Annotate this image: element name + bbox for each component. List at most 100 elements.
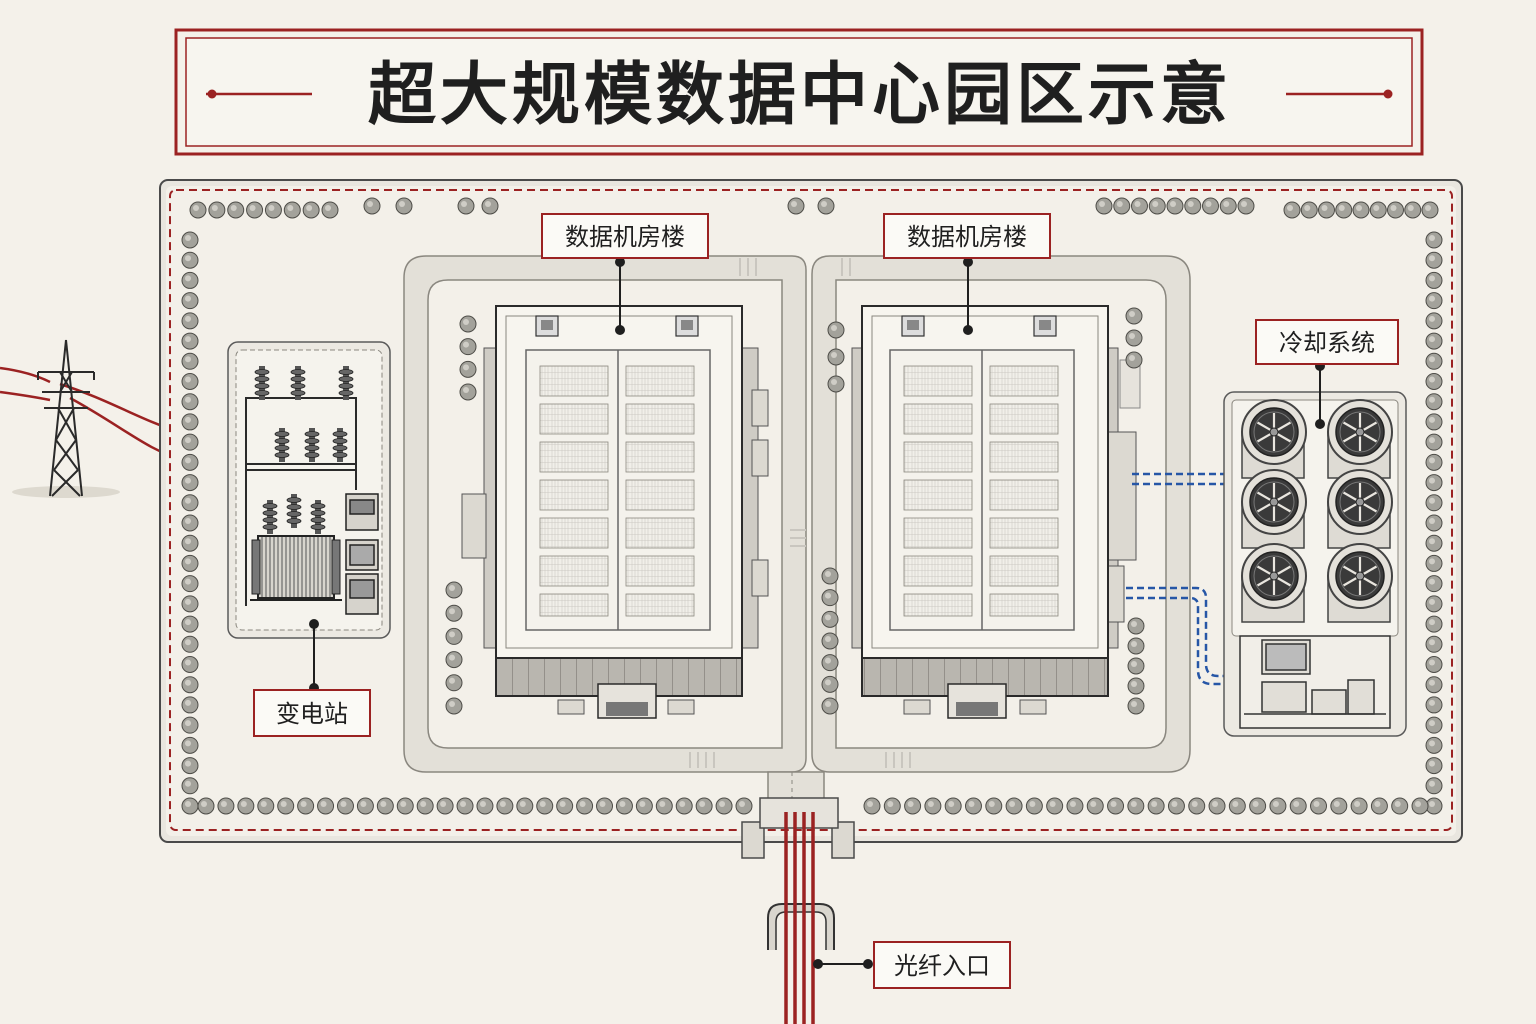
tree-icon (181, 393, 199, 411)
tree-icon (1425, 635, 1443, 653)
tree-icon (1425, 271, 1443, 289)
tree-icon (181, 332, 199, 350)
cooling-fan-icon (1326, 468, 1394, 536)
tree-icon (827, 375, 845, 393)
tree-icon (1127, 617, 1145, 635)
tree-icon (1005, 797, 1023, 815)
tree-icon (277, 797, 295, 815)
tree-icon (181, 494, 199, 512)
tree-icon (445, 697, 463, 715)
tree-icon (883, 797, 901, 815)
tree-icon (1095, 197, 1113, 215)
tree-icon (181, 736, 199, 754)
tree-icon (596, 797, 614, 815)
tree-icon (1228, 797, 1246, 815)
substation (227, 341, 391, 639)
tree-icon (264, 201, 282, 219)
label-building-1: 数据机房楼 (541, 213, 709, 335)
tree-icon (675, 797, 693, 815)
tree-icon (1425, 554, 1443, 572)
tree-icon (1425, 373, 1443, 390)
tree-icon (1125, 351, 1143, 369)
tree-icon (237, 797, 255, 815)
tree-icon (1369, 201, 1387, 219)
tree-icon (715, 797, 733, 815)
tree-icon (181, 635, 199, 653)
tree-icon (536, 797, 554, 815)
fiber-entry (741, 797, 855, 1024)
cooling-fan-icon (1240, 468, 1308, 536)
tree-icon (1335, 201, 1353, 219)
tree-icon (181, 696, 199, 714)
tree-icon (181, 554, 199, 572)
chiller-plant (1239, 635, 1391, 729)
tree-icon (821, 632, 839, 650)
tree-icon (1148, 197, 1166, 215)
tree-icon (1046, 797, 1064, 815)
tree-icon (735, 797, 753, 815)
tree-icon (181, 197, 1443, 815)
tree-icon (283, 201, 301, 219)
tree-icon (1330, 797, 1348, 815)
page-title: 超大规模数据中心园区示意 (368, 55, 1232, 135)
tree-icon (181, 474, 199, 492)
tree-icon (321, 201, 339, 219)
tree-icon (481, 197, 499, 215)
tree-icon (1107, 797, 1125, 815)
tree-icon (459, 338, 477, 356)
tree-icon (445, 674, 463, 692)
tree-icon (189, 201, 207, 219)
tree-icon (297, 797, 315, 815)
tree-icon (181, 615, 199, 633)
tree-icon (459, 315, 477, 333)
tree-icon (516, 797, 534, 815)
tree-icon (416, 797, 434, 815)
tree-icon (181, 777, 199, 795)
tree-icon (1131, 197, 1148, 215)
tree-icon (436, 797, 454, 815)
label-cooling: 冷却系统 (1255, 319, 1399, 429)
tree-icon (376, 797, 394, 815)
tree-icon (1425, 696, 1443, 714)
tree-icon (1425, 676, 1443, 694)
tree-icon (1184, 197, 1202, 215)
tree-icon (787, 197, 805, 215)
tree-icon (1269, 797, 1287, 815)
tree-icon (1425, 231, 1443, 249)
cooling-label: 冷却系统 (1279, 329, 1375, 357)
tree-icon (227, 201, 245, 219)
tree-icon (1425, 474, 1443, 492)
tree-icon (456, 797, 474, 815)
tree-icon (181, 352, 199, 370)
data-hall-building-2 (851, 305, 1141, 719)
tree-icon (1147, 797, 1165, 815)
building-2-label: 数据机房楼 (907, 223, 1027, 251)
tree-icon (181, 433, 199, 451)
tree-icon (1318, 201, 1335, 219)
tree-icon (1237, 197, 1255, 215)
tree-icon (302, 201, 320, 219)
title-banner: 超大规模数据中心园区示意 (174, 28, 1424, 156)
tree-icon (821, 697, 839, 715)
tree-icon (395, 197, 413, 215)
tree-icon (396, 797, 414, 815)
fiber-entry-label: 光纤入口 (894, 952, 990, 980)
tree-icon (1425, 352, 1443, 370)
tree-icon (1086, 797, 1104, 815)
tree-icon (1425, 716, 1443, 734)
tree-icon (1404, 201, 1422, 219)
tree-icon (1188, 797, 1206, 815)
tree-icon (615, 797, 633, 815)
tree-icon (821, 567, 839, 585)
tree-icon (1125, 329, 1143, 347)
tree-icon (1125, 307, 1143, 325)
tree-icon (181, 575, 199, 593)
tree-icon (1425, 736, 1443, 754)
tree-icon (363, 197, 381, 215)
tree-icon (1425, 312, 1443, 330)
substation-label: 变电站 (276, 700, 348, 728)
tree-icon (1127, 637, 1145, 655)
tree-icon (1425, 251, 1443, 269)
tree-icon (181, 797, 199, 815)
